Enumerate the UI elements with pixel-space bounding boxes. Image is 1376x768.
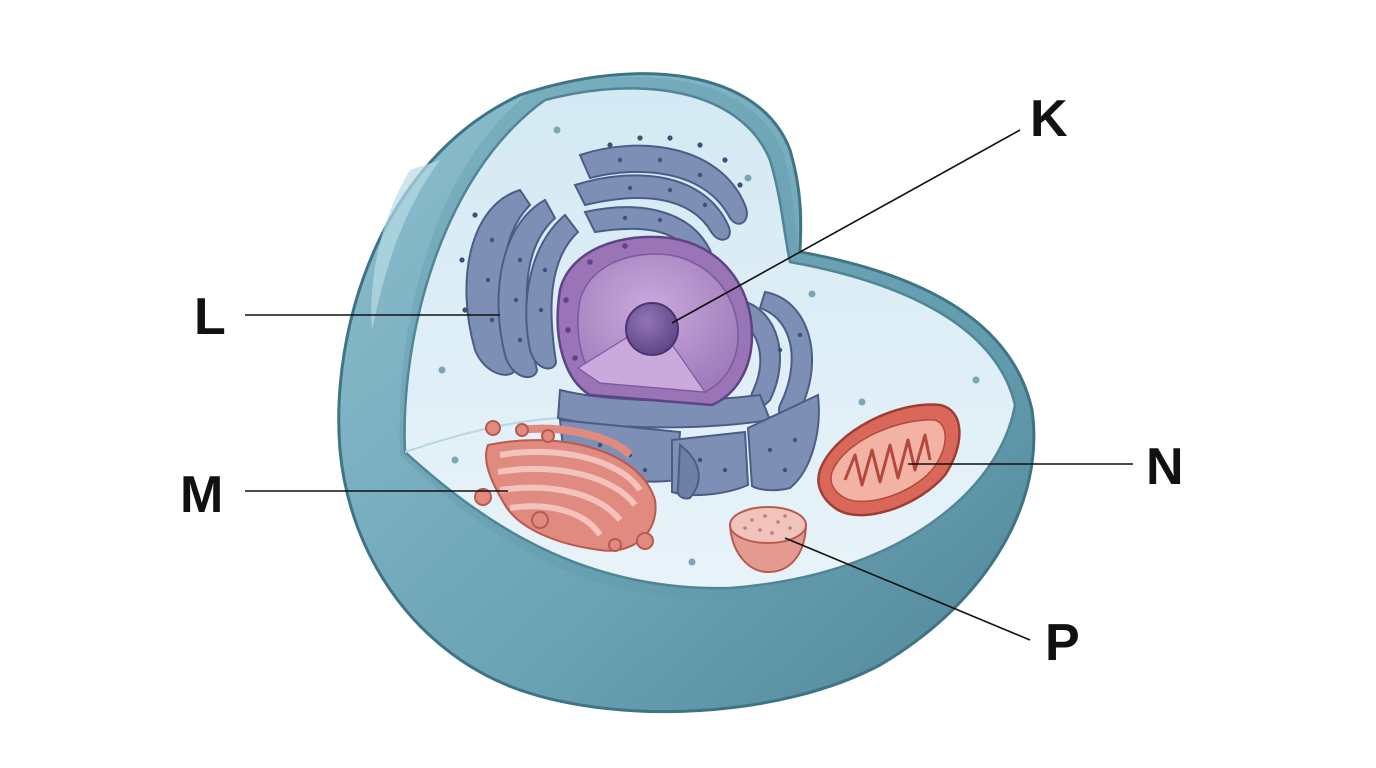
nucleolus [625, 302, 679, 356]
leader-line-p [784, 537, 1031, 641]
mitochondrion [817, 403, 961, 517]
label-n: N [1146, 438, 1184, 496]
vesicle [728, 506, 808, 574]
label-p: P [1045, 614, 1080, 672]
label-k: K [1030, 90, 1068, 148]
ribosome-dots [438, 126, 980, 566]
label-l: L [194, 288, 226, 346]
leader-line-k [671, 129, 1021, 324]
label-m: M [180, 466, 223, 524]
er-ribosome-dots [459, 135, 803, 473]
golgi-apparatus [474, 420, 657, 552]
